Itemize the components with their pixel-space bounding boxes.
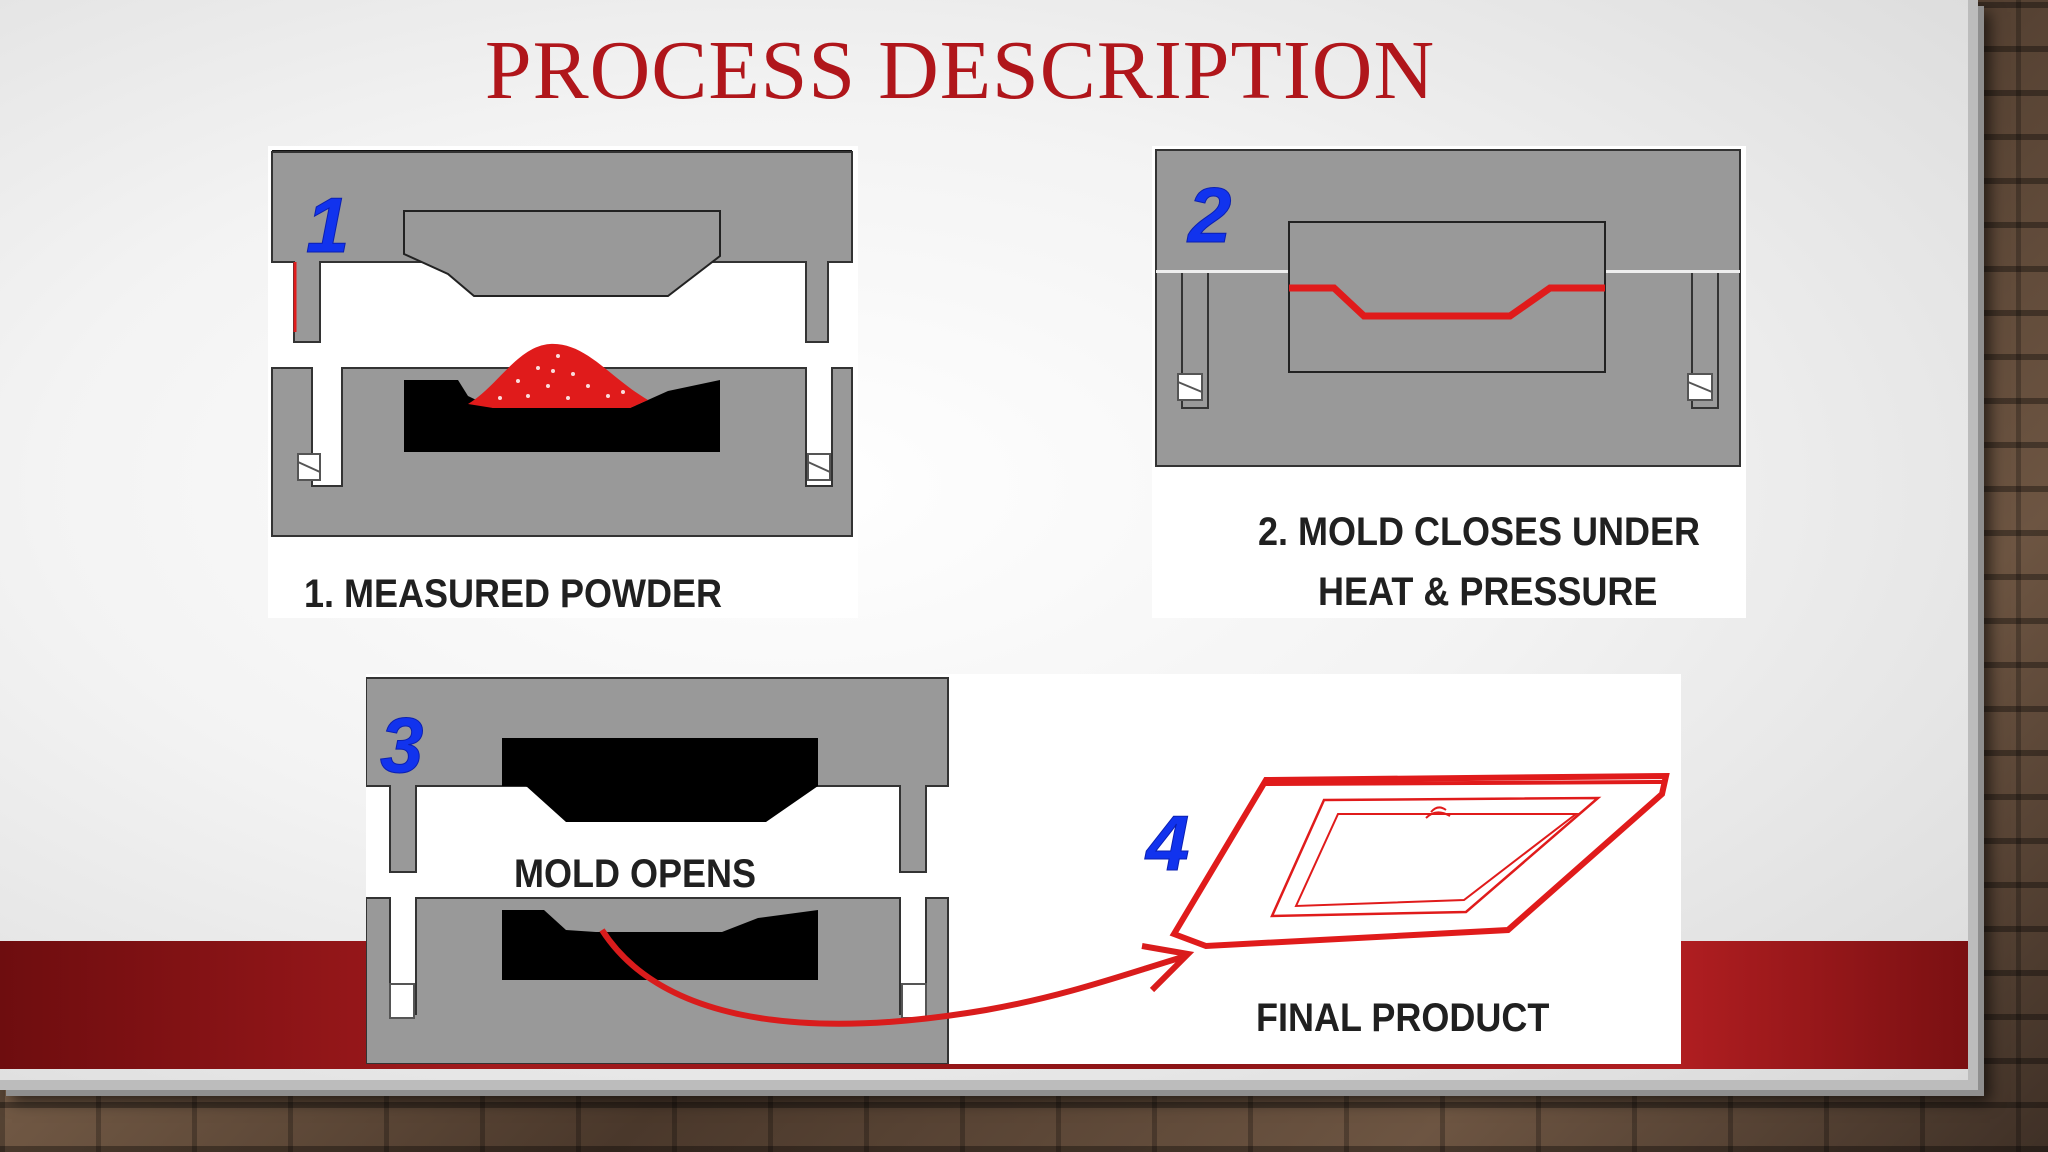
step-2-caption-line-1: 2. MOLD CLOSES UNDER bbox=[1258, 510, 1701, 554]
panel-step-1: 1 1. MEASURED POWDER bbox=[268, 146, 858, 618]
panel-step-2: 2 2. MOLD CLOSES UNDER HEAT & PRESSURE bbox=[1152, 146, 1746, 618]
mold-open-with-powder-diagram bbox=[271, 150, 853, 537]
step-2-caption-line-2: HEAT & PRESSURE bbox=[1318, 570, 1658, 614]
panel-step-3-4: 3 MOLD OPENS 4 FINAL PRODUCT bbox=[366, 674, 1681, 1064]
step-number-4: 4 bbox=[1145, 799, 1190, 887]
step-4-caption: FINAL PRODUCT bbox=[1256, 996, 1550, 1040]
slide-title: PROCESS DESCRIPTION bbox=[484, 24, 1436, 117]
step-1-caption: 1. MEASURED POWDER bbox=[304, 572, 723, 616]
step-number-1: 1 bbox=[305, 181, 350, 269]
slide: PROCESS DESCRIPTION bbox=[0, 0, 1978, 1090]
mold-opens-final-product-diagram bbox=[366, 677, 1670, 1064]
step-number-2: 2 bbox=[1187, 171, 1232, 259]
mold-closed-diagram bbox=[1155, 149, 1741, 467]
step-number-3: 3 bbox=[379, 701, 424, 789]
step-3-caption: MOLD OPENS bbox=[514, 852, 757, 896]
